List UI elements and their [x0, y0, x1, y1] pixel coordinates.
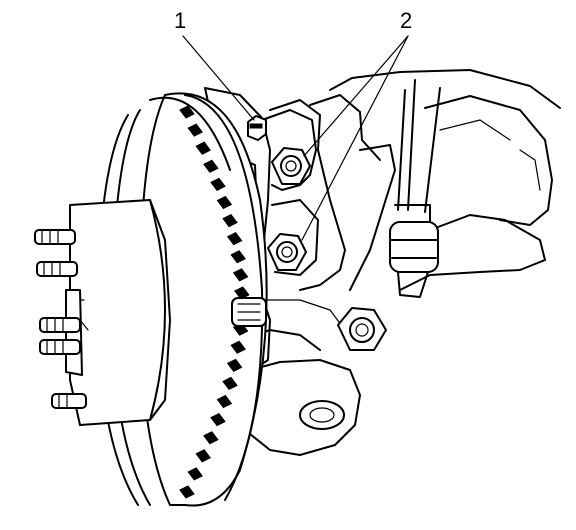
- wheel-stud: [39, 317, 81, 333]
- rotor-vent-slot: [179, 105, 195, 119]
- rotor-vent-slot: [226, 358, 243, 372]
- rotor-vent-slot: [203, 159, 219, 173]
- rotor-vent-slot: [187, 123, 203, 137]
- rotor-vent-slot: [210, 177, 226, 192]
- callout-2-leader-upper: [303, 35, 409, 157]
- callout-1-label: 1: [174, 8, 186, 33]
- callout-leaders: [182, 35, 409, 241]
- wheel-stud: [51, 393, 87, 409]
- rotor-vent-slot: [222, 213, 238, 228]
- rotor-vent-slot: [230, 340, 246, 354]
- wheel-stud: [39, 339, 81, 355]
- rotor-vent-slot: [195, 449, 211, 463]
- caliper-mounting-bolt-lower: [267, 233, 307, 271]
- wheel-hub: [65, 199, 171, 426]
- caliper-bleeder-valve: [247, 115, 267, 141]
- callout-1-leader: [182, 35, 255, 121]
- steering-knuckle: [269, 69, 561, 291]
- callout-2-label: 2: [400, 8, 412, 33]
- rotor-vent-slot: [232, 268, 249, 282]
- stabilizer-link: [389, 79, 441, 298]
- rotor-vent-slot: [222, 376, 238, 391]
- rotor-vent-slot: [203, 431, 219, 445]
- callout-2-leader-lower: [301, 35, 409, 241]
- rotor-vent-slot: [195, 141, 211, 155]
- rotor-vent-slot: [230, 250, 246, 264]
- rotor-vent-slot: [179, 485, 195, 499]
- wheel-stud: [34, 229, 76, 245]
- brake-rotor: [97, 92, 268, 507]
- ball-joint-nut: [231, 297, 267, 327]
- control-arm-bolt: [337, 307, 387, 351]
- wheel-studs: [34, 229, 87, 409]
- rotor-vent-slot: [226, 232, 243, 246]
- rotor-vent-slot: [210, 412, 226, 427]
- caliper-mounting-bolt-upper: [271, 147, 311, 185]
- rotor-vent-slot: [216, 195, 233, 210]
- rotor-vent-slots: [179, 105, 250, 499]
- lower-control-arm: [239, 214, 546, 456]
- rotor-vent-slot: [234, 286, 250, 300]
- rotor-vent-slot: [216, 394, 233, 409]
- rotor-vent-slot: [187, 467, 203, 481]
- wheel-stud: [36, 261, 78, 277]
